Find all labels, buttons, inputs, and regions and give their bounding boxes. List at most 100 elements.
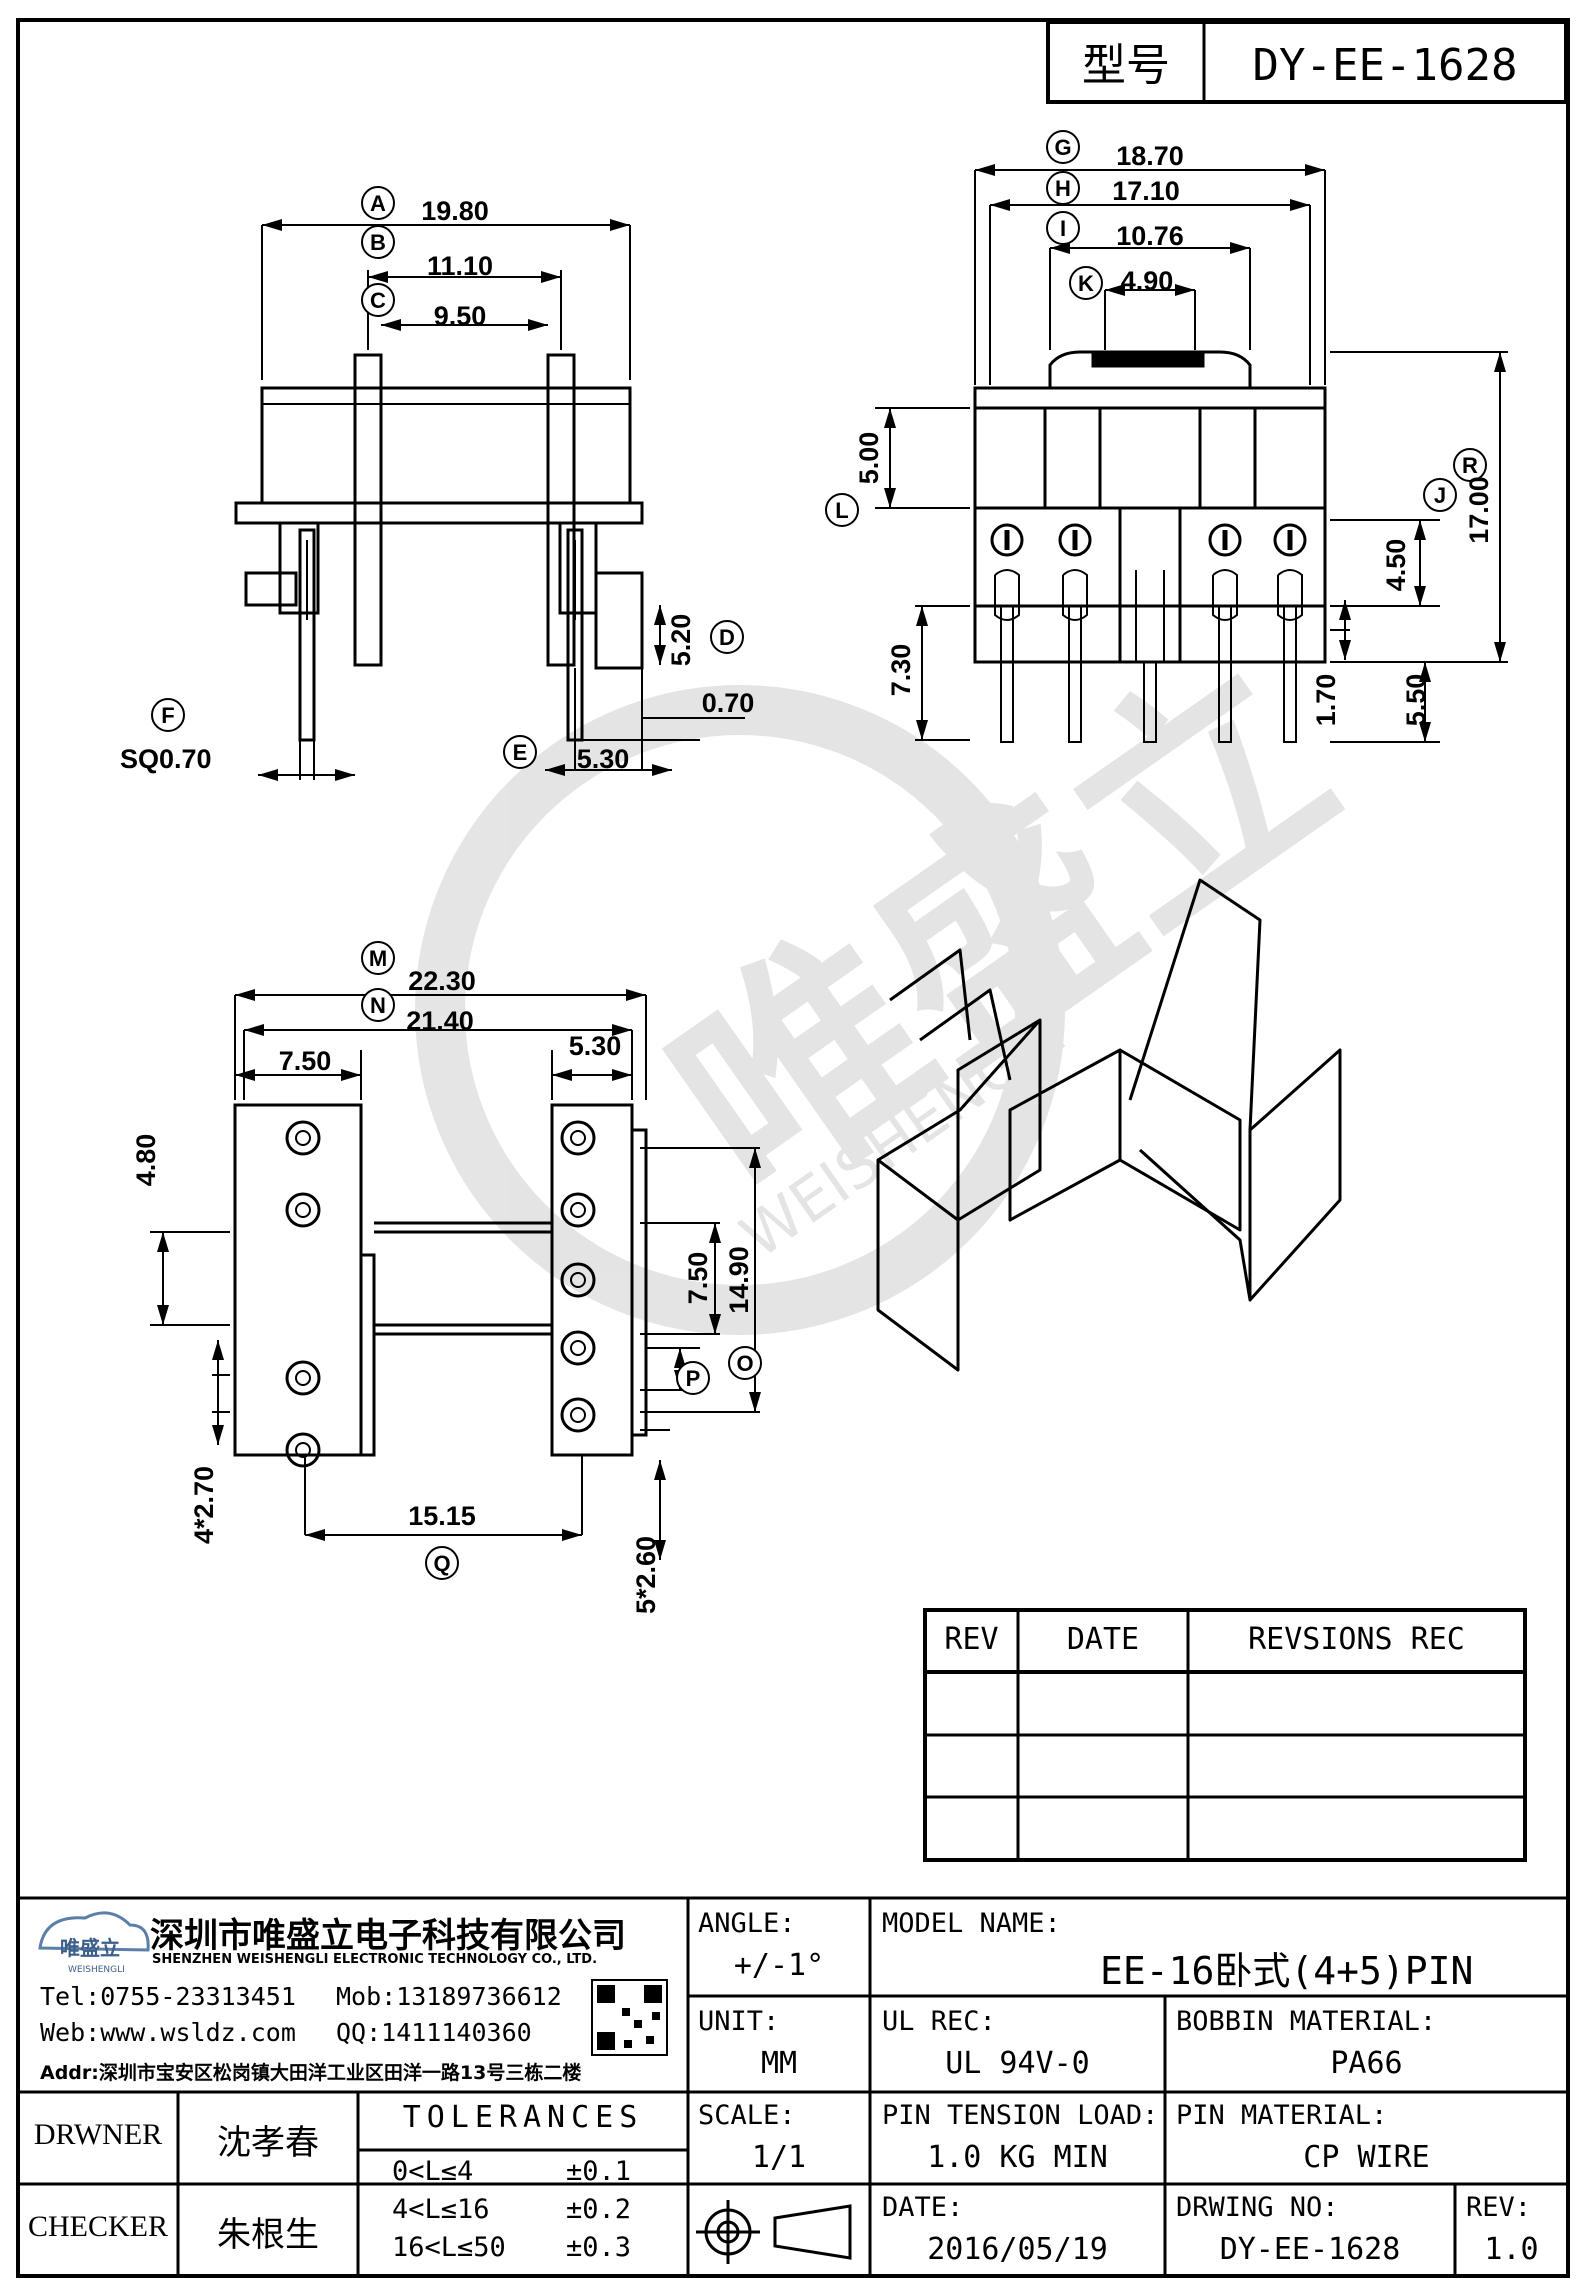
callout-circle-d [710, 620, 744, 654]
callout-letter-d: D [719, 625, 735, 650]
dimension-d730: 7.30 [886, 644, 916, 697]
date-value: 2016/05/19 [927, 2232, 1108, 2267]
callout-letter-k: K [1078, 271, 1094, 296]
tolerances-title: TOLERANCES [402, 2100, 644, 2135]
checker-name: 朱根生 [217, 2215, 319, 2255]
drawer-label: DRWNER [33, 2118, 163, 2151]
bottom-view [233, 1103, 648, 1457]
callout-letter-h: H [1055, 176, 1071, 201]
company-mob: Mob:13189736612 [336, 1982, 562, 2011]
callout-letter-q: Q [433, 1551, 450, 1576]
date-col-header: DATE [1066, 1622, 1140, 1657]
bottom-pin-right-inner-4 [570, 1340, 586, 1356]
callout-circle-j [1423, 478, 1457, 512]
dimension-d1490: 14.90 [724, 1246, 754, 1314]
bottom-pin-right-inner-1 [570, 1130, 586, 1146]
bottom-pin-left-3 [285, 1360, 321, 1396]
callout-circle-a [361, 186, 395, 220]
pin-lead-center [1143, 661, 1157, 743]
tolerance-value-1: ±0.1 [566, 2156, 632, 2187]
unit-label: UNIT: [698, 2006, 780, 2037]
company-tel: Tel:0755-23313451 [40, 1982, 296, 2011]
pin-tension-value: 1.0 KG MIN [927, 2140, 1108, 2175]
tolerance-range-1: 0<L≤4 [392, 2156, 474, 2187]
callout-letter-f: F [161, 703, 174, 728]
dimension-g: 18.70 [1116, 141, 1184, 171]
bottom-pin-left-inner-2 [295, 1202, 311, 1218]
pin-slot-2 [1062, 569, 1088, 621]
dimension-r: 17.00 [1464, 476, 1494, 544]
logo-cn: 唯盛立 [60, 1936, 120, 1960]
ul-rec-value: UL 94V-0 [945, 2046, 1090, 2081]
dimension-h: 17.10 [1112, 176, 1180, 206]
bottom-pin-right-1 [560, 1120, 596, 1156]
pin-circle-3 [1208, 523, 1242, 557]
pin-circle-2 [1058, 523, 1092, 557]
callout-letter-m: M [369, 946, 387, 971]
rev-value: 1.0 [1484, 2232, 1539, 2267]
company-logo: 唯盛立 WEISHENGLI [38, 1911, 150, 1975]
bottom-pin-left-inner-4 [295, 1442, 311, 1458]
dimension-k: 4.90 [1121, 266, 1174, 296]
logo-en: WEISHENGLI [68, 1965, 125, 1975]
callout-letter-b: B [370, 230, 386, 255]
rev-label: REV: [1466, 2192, 1532, 2223]
dimension-f: SQ0.70 [120, 744, 212, 774]
scale-value: 1/1 [751, 2140, 807, 2175]
pin-material-value: CP WIRE [1303, 2140, 1430, 2175]
callout-circle-l [825, 493, 859, 527]
callout-letter-c: C [370, 288, 386, 313]
dimension-a: 19.80 [421, 196, 489, 226]
angle-label: ANGLE: [698, 1908, 796, 1939]
model-name-value: EE-16卧式(4+5)PIN [1100, 1949, 1474, 1993]
dimension-q: 15.15 [408, 1501, 476, 1531]
callout-circle-o [728, 1346, 762, 1380]
angle-value: +/-1° [733, 1948, 825, 1983]
tolerance-range-2: 4<L≤16 [392, 2194, 490, 2225]
dimension-i: 10.76 [1116, 221, 1184, 251]
callout-letter-i: I [1060, 216, 1066, 241]
callout-letter-g: G [1054, 135, 1071, 160]
bobbin-material-label: BOBBIN MATERIAL: [1176, 2006, 1437, 2037]
tolerance-range-3: 16<L≤50 [392, 2232, 506, 2263]
bottom-pin-left-2 [285, 1192, 321, 1228]
dimension-d170: 1.70 [1311, 674, 1341, 727]
company-qq: QQ:1411140360 [336, 2018, 532, 2047]
pin-lead-1 [1000, 605, 1014, 743]
dimension-e: 5.30 [577, 744, 630, 774]
dimension-d750a: 7.50 [279, 1046, 332, 1076]
front-view [973, 350, 1327, 664]
callout-letter-n: N [370, 993, 386, 1018]
callout-circle-b [361, 225, 395, 259]
qr-code [591, 1979, 668, 2056]
callout-circle-f [151, 698, 185, 732]
callout-letter-e: E [513, 740, 528, 765]
dimension-c: 9.50 [434, 301, 487, 331]
callout-letter-p: P [686, 1366, 701, 1391]
date-label: DATE: [882, 2192, 964, 2223]
callout-letter-j: J [1434, 483, 1446, 508]
drawing-no-label: DRWING NO: [1176, 2192, 1339, 2223]
pin-slot-1 [994, 569, 1020, 621]
tolerance-value-3: ±0.3 [566, 2232, 632, 2263]
company-name-en: SHENZHEN WEISHENGLI ELECTRONIC TECHNOLOG… [152, 1952, 598, 1967]
dimension-d4x270: 4*2.70 [189, 1466, 219, 1544]
pin-circle-4 [1273, 523, 1307, 557]
drawer-name: 沈孝春 [217, 2123, 319, 2163]
bottom-pin-right-inner-3 [570, 1272, 586, 1288]
dimension-j: 4.50 [1381, 539, 1411, 592]
callout-letter-o: O [736, 1351, 753, 1376]
bottom-pin-right-inner-2 [570, 1202, 586, 1218]
callout-circle-r [1453, 448, 1487, 482]
dimension-d750b: 7.50 [683, 1252, 713, 1305]
bottom-pin-right-2 [560, 1192, 596, 1228]
callout-circle-e [503, 735, 537, 769]
bottom-pin-left-inner-3 [295, 1370, 311, 1386]
bottom-pin-left-1 [285, 1120, 321, 1156]
bobbin-material-value: PA66 [1330, 2046, 1403, 2081]
callout-letter-l: L [835, 498, 848, 523]
sheet-border [16, 18, 1570, 2278]
revsions-rec-col-header: REVSIONS REC [1248, 1622, 1465, 1657]
